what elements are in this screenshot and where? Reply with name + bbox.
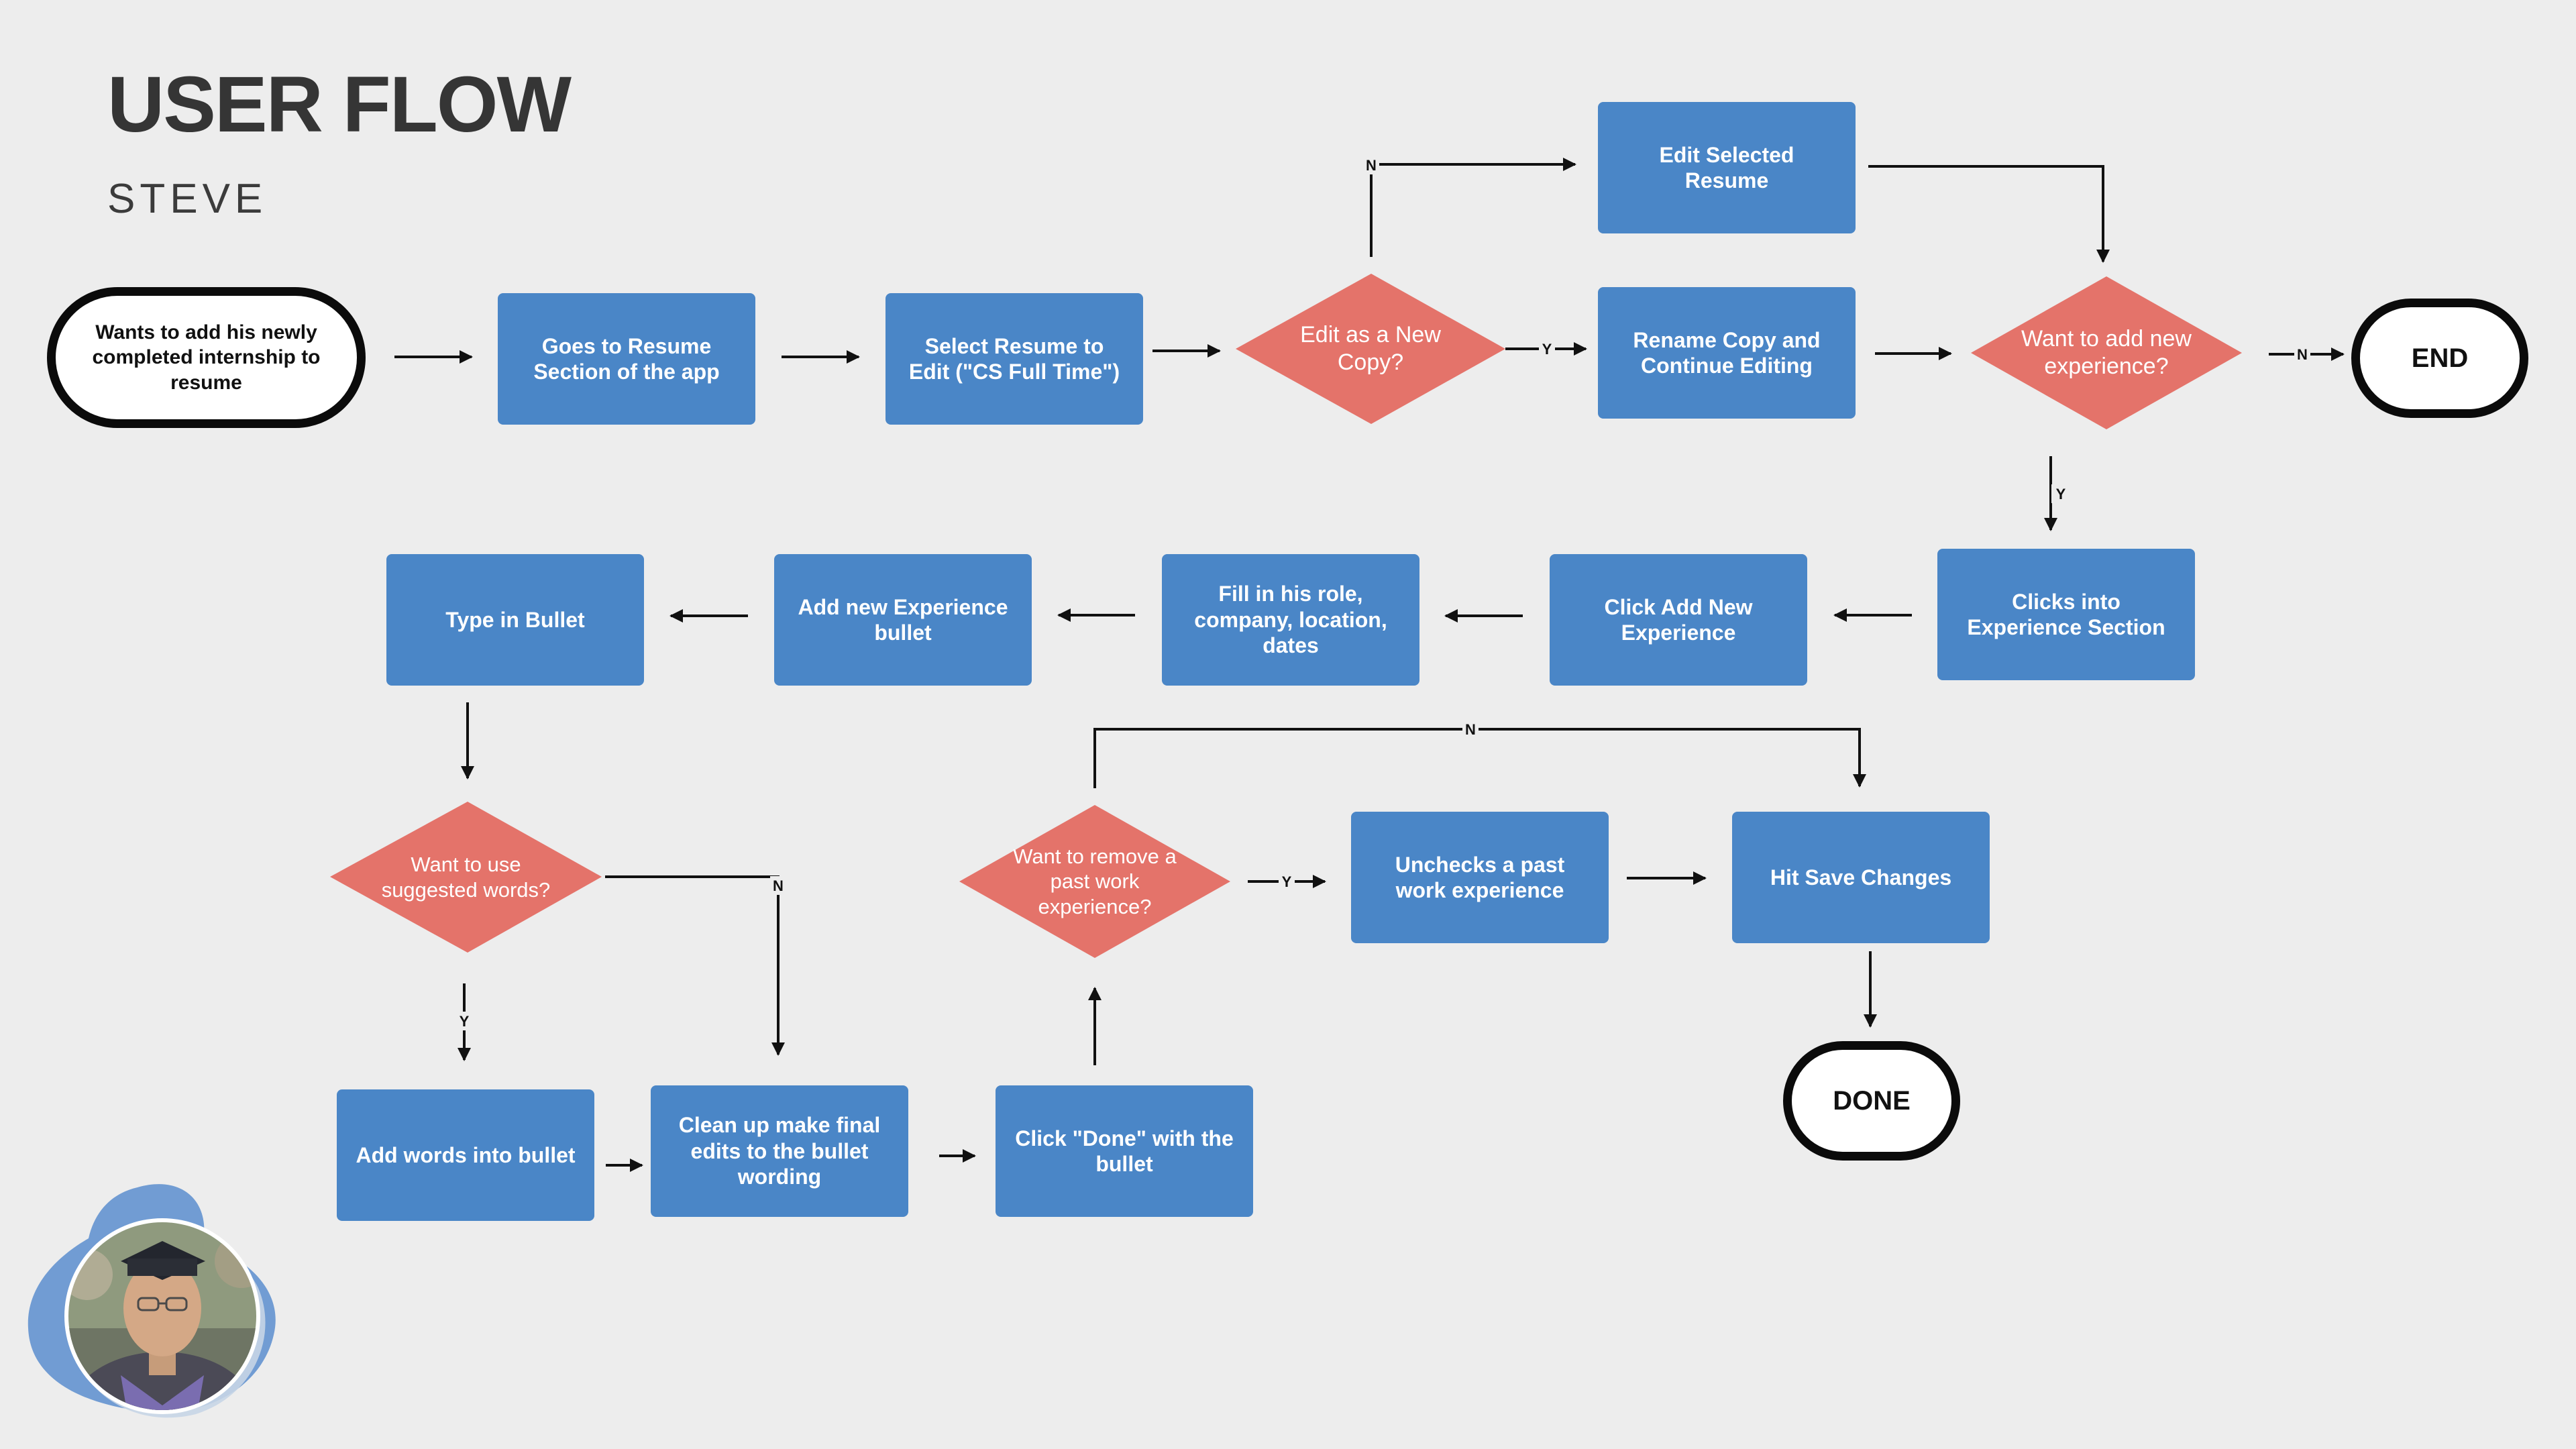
step-clicks-experience-section: Clicks into Experience Section bbox=[1937, 549, 2195, 680]
step-select-resume: Select Resume to Edit ("CS Full Time") bbox=[885, 293, 1143, 425]
step-add-bullet: Add new Experience bullet bbox=[774, 554, 1032, 686]
step-type-bullet: Type in Bullet bbox=[386, 554, 644, 686]
edge-label-no: N bbox=[1465, 721, 1476, 738]
step-clean-up: Clean up make final edits to the bullet … bbox=[651, 1085, 908, 1217]
decision-diamond-suggested-words bbox=[330, 802, 602, 953]
decision-suggested-words-label: Want to use suggested words? bbox=[381, 853, 551, 902]
step-unchecks: Unchecks a past work experience bbox=[1351, 812, 1609, 943]
step-hit-save: Hit Save Changes bbox=[1732, 812, 1990, 943]
done-terminal: DONE bbox=[1783, 1041, 1960, 1161]
page-title: USER FLOW bbox=[107, 60, 572, 149]
decision-diamond-new-copy bbox=[1236, 274, 1505, 424]
decision-new-copy-label: Edit as a New Copy? bbox=[1300, 322, 1441, 375]
end-terminal: END bbox=[2351, 299, 2528, 418]
step-goto-resume: Goes to Resume Section of the app bbox=[498, 293, 755, 425]
step-add-words: Add words into bullet bbox=[337, 1089, 594, 1221]
edge-label-no: N bbox=[2297, 346, 2308, 363]
edge-label-no: N bbox=[773, 877, 784, 894]
step-click-add-experience: Click Add New Experience bbox=[1550, 554, 1807, 686]
arrow-suggested-no-to-cleanup bbox=[605, 875, 785, 1056]
edge-label-yes: Y bbox=[1282, 873, 1292, 890]
persona-name: STEVE bbox=[107, 176, 268, 222]
decision-add-experience-label: Want to add new experience? bbox=[2021, 326, 2192, 379]
arrow-edit-selected-to-decision bbox=[1868, 165, 2110, 263]
edge-label-yes: Y bbox=[1542, 341, 1552, 358]
decision-diamond-add-experience bbox=[1971, 276, 2242, 429]
decision-diamond-remove-experience bbox=[959, 805, 1230, 958]
graduate-photo-avatar bbox=[28, 1184, 276, 1418]
step-rename-copy: Rename Copy and Continue Editing bbox=[1598, 287, 1856, 419]
start-terminal: Wants to add his newly completed interns… bbox=[47, 287, 366, 428]
step-edit-selected-resume: Edit Selected Resume bbox=[1598, 102, 1856, 233]
step-click-done: Click "Done" with the bullet bbox=[996, 1085, 1253, 1217]
edge-label-no: N bbox=[1366, 157, 1377, 174]
arrow-decision-no-to-edit-selected bbox=[1370, 158, 1576, 257]
edge-label-yes: Y bbox=[2056, 486, 2066, 502]
step-fill-role: Fill in his role, company, location, dat… bbox=[1162, 554, 1419, 686]
edge-label-yes: Y bbox=[460, 1013, 470, 1030]
decision-remove-experience-label: Want to remove a past work experience? bbox=[1013, 845, 1177, 918]
